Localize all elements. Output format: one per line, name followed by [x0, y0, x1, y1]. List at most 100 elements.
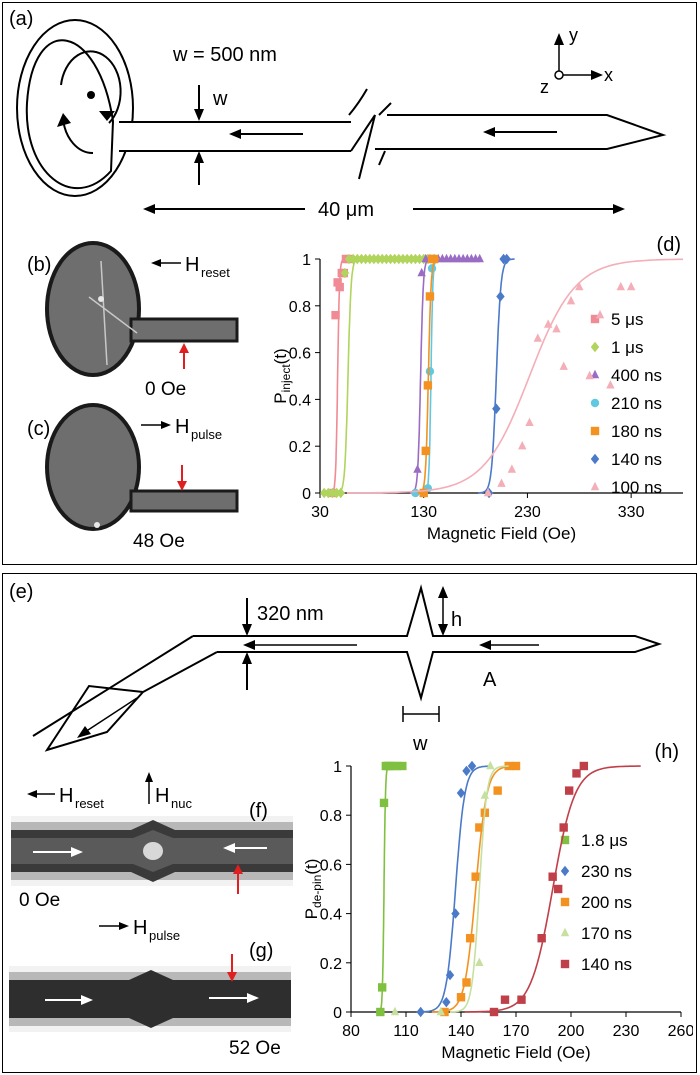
data-point — [543, 319, 553, 328]
data-point — [507, 464, 517, 473]
nanowire-schematic-a: (a) w = 500 nm w 4 — [9, 8, 667, 221]
y-tick-label: 0.4 — [320, 907, 342, 924]
width-equation: w = 500 nm — [172, 44, 277, 66]
data-point — [425, 292, 435, 301]
y-tick-label: 0.6 — [320, 857, 342, 874]
nanowire-schematic-e: (e) 320 nm h A w — [9, 581, 663, 755]
data-point — [595, 309, 605, 319]
panel-label-a: (a) — [9, 8, 33, 30]
fit-curve — [450, 765, 509, 1013]
svg-text:reset: reset — [201, 265, 230, 280]
wire-mask — [121, 122, 351, 152]
y-tick-label: 1 — [333, 759, 342, 776]
fit-curve — [464, 765, 641, 1013]
data-point — [559, 823, 568, 832]
z-axis-circle — [554, 70, 564, 80]
legend-label: 100 ns — [611, 478, 662, 497]
svg-text:H: H — [185, 254, 199, 276]
axis-x-label: x — [604, 65, 613, 85]
data-point — [517, 995, 526, 1004]
data-point — [440, 1007, 449, 1017]
series-1 — [319, 253, 433, 499]
x-tick-label: 110 — [393, 1023, 419, 1040]
data-point — [548, 872, 557, 881]
arrowhead — [438, 586, 448, 598]
panel-label-c: (c) — [27, 418, 50, 440]
y-tick-label: 0 — [333, 1005, 342, 1022]
svg-text:H: H — [133, 917, 147, 939]
series-2 — [431, 761, 521, 1017]
svg-text:pulse: pulse — [149, 928, 180, 943]
legend-marker — [590, 398, 600, 408]
data-point — [417, 267, 426, 277]
legend-marker — [560, 835, 570, 845]
data-point — [552, 324, 561, 333]
series-1 — [416, 760, 493, 1018]
data-point — [626, 281, 636, 291]
arrowhead — [99, 111, 115, 121]
y-tick-label: 0.2 — [320, 956, 342, 973]
data-point — [500, 995, 510, 1004]
data-point — [475, 253, 484, 263]
data-point — [475, 823, 484, 832]
h-nuc-label: H nuc — [145, 772, 192, 810]
arrowhead — [613, 204, 625, 214]
data-point — [486, 760, 495, 770]
data-point — [493, 786, 502, 795]
series-5 — [478, 253, 515, 499]
data-point — [497, 478, 506, 487]
data-point — [376, 1007, 385, 1017]
h-reset-label-b: H reset — [151, 254, 230, 280]
data-point — [511, 761, 521, 771]
data-point — [425, 367, 435, 376]
legend-label: 210 ns — [611, 394, 662, 413]
ring-outer — [25, 39, 115, 190]
h-reset-label-e: H reset — [27, 785, 104, 811]
panel-label-e: (e) — [9, 581, 33, 603]
micrograph-g — [9, 966, 291, 1032]
axis-y-label: y — [569, 25, 578, 45]
data-point — [537, 934, 546, 943]
legend-marker — [560, 897, 570, 907]
fit-curve — [347, 258, 683, 494]
y-tick-label: 0.8 — [320, 808, 342, 825]
data-point — [471, 872, 480, 881]
data-point — [467, 760, 477, 772]
y-tick-label: 1 — [302, 252, 311, 269]
data-point — [340, 267, 350, 279]
x-tick-label: 200 — [558, 1023, 585, 1040]
data-point — [475, 957, 484, 966]
series-0 — [329, 254, 354, 498]
panel-label-f: (f) — [249, 800, 268, 822]
data-point — [442, 996, 451, 1008]
data-point — [502, 253, 511, 265]
data-point — [379, 798, 389, 808]
h-pulse-label-c: H pulse — [141, 416, 222, 442]
series-6 — [347, 258, 683, 497]
data-point — [480, 790, 490, 799]
fit-curve — [431, 765, 520, 1013]
svg-text:H: H — [175, 416, 189, 438]
svg-text:H: H — [59, 785, 73, 807]
wire-with-notch — [193, 584, 663, 702]
svg-text:H: H — [155, 785, 169, 807]
y-tick-label: 0.4 — [289, 392, 311, 409]
series-3 — [390, 760, 509, 1016]
data-point — [566, 295, 576, 305]
x-tick-label: 80 — [342, 1023, 360, 1040]
circulation-arrow-bottom — [62, 118, 94, 155]
data-point — [335, 282, 344, 292]
arrowhead — [554, 33, 564, 45]
data-point — [451, 908, 460, 919]
y-tick-label: 0.8 — [289, 299, 311, 316]
pad-ellipse — [16, 19, 134, 197]
legend-marker — [560, 865, 570, 877]
data-point — [429, 254, 439, 264]
legend-label: 180 ns — [611, 422, 662, 441]
legend-marker — [590, 426, 600, 436]
data-point — [496, 291, 505, 302]
panel-label-b: (b) — [27, 254, 51, 276]
x-tick-label: 170 — [503, 1023, 530, 1040]
